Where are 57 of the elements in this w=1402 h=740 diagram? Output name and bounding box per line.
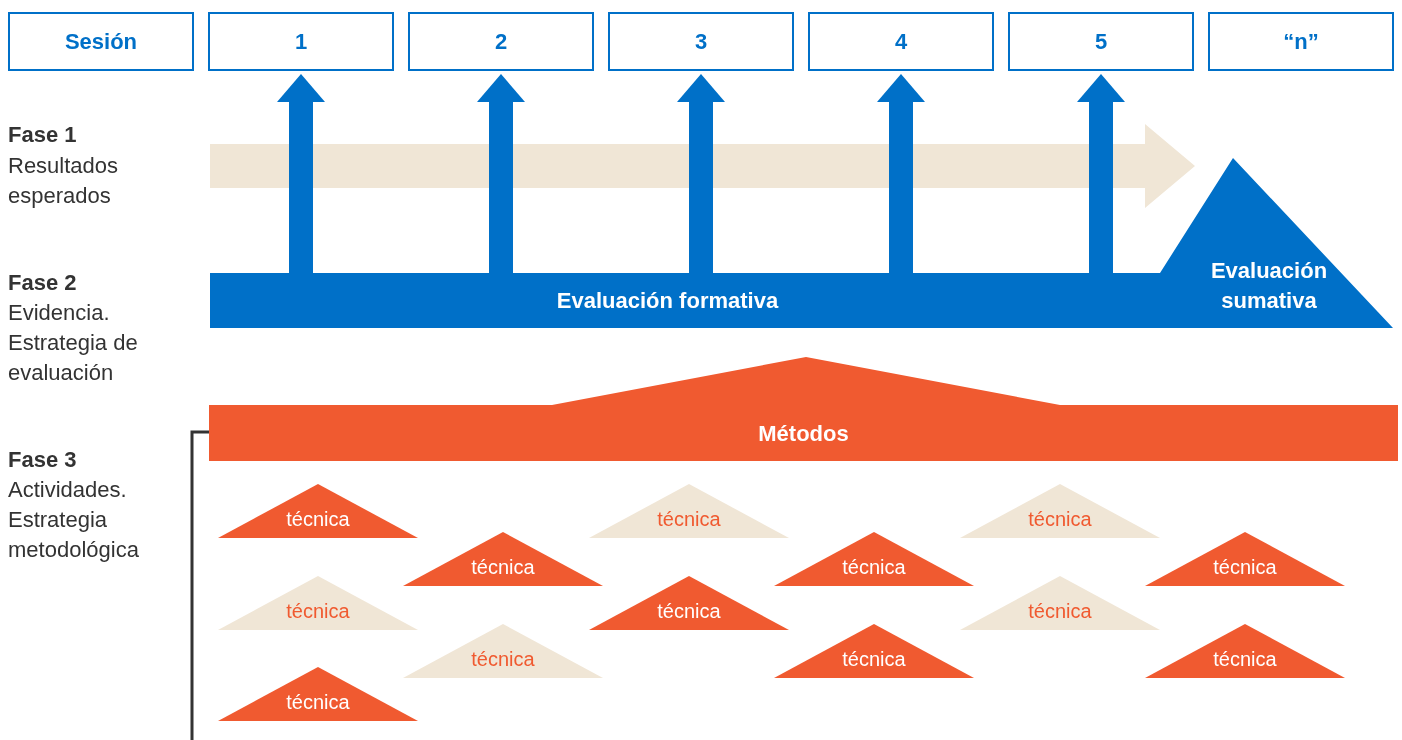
triangle-shape <box>774 532 974 586</box>
session-box <box>1208 12 1394 71</box>
bar-label: Métodos <box>757 420 850 448</box>
triangle-label: Evaluación sumativa <box>1209 257 1329 315</box>
phase-heading: Fase 2 <box>8 269 78 297</box>
arrow <box>1077 74 1125 273</box>
triangle-shape <box>403 532 603 586</box>
triangle-shape <box>1125 158 1393 328</box>
session-label: 1 <box>294 28 308 56</box>
triangle-label: técnica <box>841 647 907 672</box>
triangle-label: técnica <box>470 555 536 580</box>
triangle-label: técnica <box>1027 507 1093 532</box>
triangle-shape <box>589 576 789 630</box>
session-label: 3 <box>694 28 708 56</box>
triangle-shape <box>960 576 1160 630</box>
triangle-shape <box>589 484 789 538</box>
phase-description: Resultados esperados <box>8 152 120 210</box>
arrow <box>677 74 725 273</box>
triangle-label: técnica <box>1212 647 1278 672</box>
triangle-label: técnica <box>470 647 536 672</box>
triangle-shape <box>960 484 1160 538</box>
session-box <box>408 12 594 71</box>
triangle-label: técnica <box>656 507 722 532</box>
phase-heading: Fase 3 <box>8 446 78 474</box>
triangle-shape <box>218 576 418 630</box>
triangle-label: técnica <box>1027 599 1093 624</box>
session-label: Sesión <box>64 28 138 56</box>
session-label: 5 <box>1094 28 1108 56</box>
triangle-label: técnica <box>285 690 351 715</box>
session-box <box>208 12 394 71</box>
triangle-shape <box>218 667 418 721</box>
session-box <box>1008 12 1194 71</box>
session-label: 2 <box>494 28 508 56</box>
phase-description: Evidencia. Estrategia de evaluación <box>8 299 139 387</box>
triangle-shape <box>1145 532 1345 586</box>
arrow <box>477 74 525 273</box>
phase-description: Actividades. Estrategia metodológica <box>8 476 140 564</box>
triangle-shape <box>403 624 603 678</box>
triangle-shape <box>218 484 418 538</box>
arrow <box>277 74 325 273</box>
arrow <box>877 74 925 273</box>
session-box <box>608 12 794 71</box>
triangle-shape <box>1145 624 1345 678</box>
phase-heading: Fase 1 <box>8 121 78 149</box>
session-box <box>8 12 194 71</box>
assessment-bar <box>210 273 1125 328</box>
triangle-label: técnica <box>285 507 351 532</box>
triangle-label: técnica <box>1212 555 1278 580</box>
session-label: 4 <box>894 28 908 56</box>
session-label: “n” <box>1283 28 1319 56</box>
triangle-label: técnica <box>656 599 722 624</box>
triangle-label: técnica <box>285 599 351 624</box>
session-box <box>808 12 994 71</box>
bar-label: Evaluación formativa <box>556 287 779 315</box>
triangle-shape <box>774 624 974 678</box>
triangle-label: técnica <box>841 555 907 580</box>
methods-bar <box>209 357 1398 461</box>
